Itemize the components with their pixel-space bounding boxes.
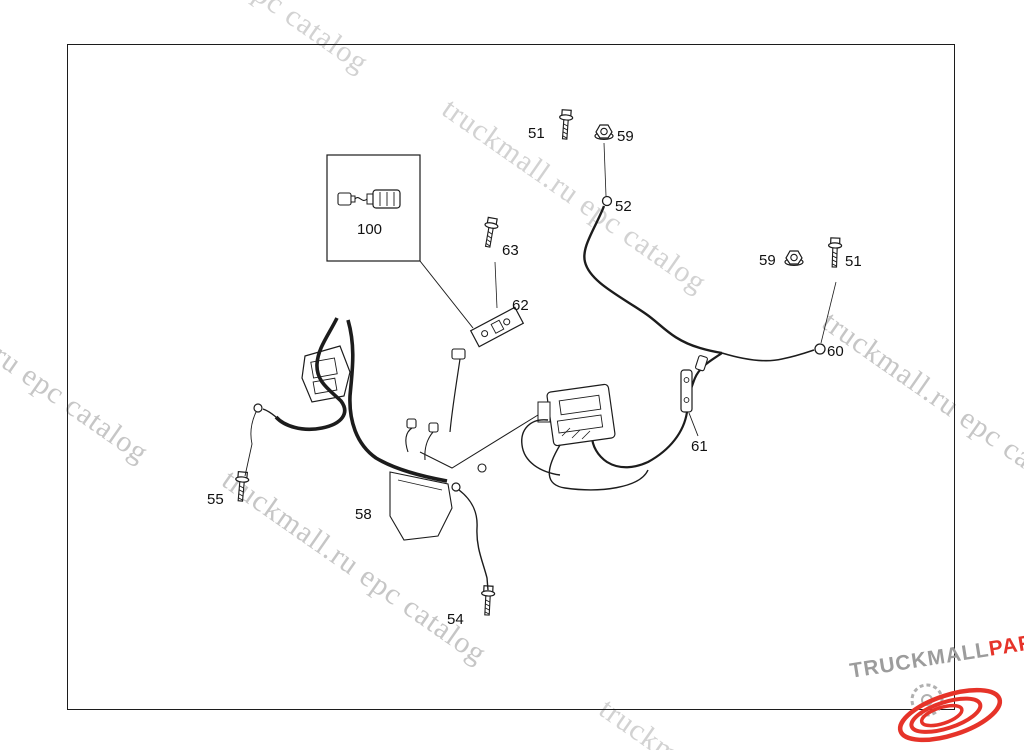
part-label-55: 55 bbox=[207, 491, 224, 508]
ring-terminal-icon bbox=[477, 463, 487, 473]
part-label-60: 60 bbox=[827, 343, 844, 360]
bolt-icon-63 bbox=[480, 216, 500, 249]
part-label-54: 54 bbox=[447, 611, 464, 628]
logo-swirl-icon bbox=[897, 683, 1003, 743]
bolt-icon-51-left bbox=[557, 108, 574, 141]
thin-wire-left bbox=[419, 414, 539, 469]
diagram-frame bbox=[67, 44, 955, 710]
sensor-icon-60 bbox=[814, 281, 837, 355]
thick-cable-left bbox=[274, 317, 347, 432]
connector-icon-pair bbox=[405, 418, 439, 461]
nut-icon-59-left bbox=[594, 124, 614, 140]
leader-line-63 bbox=[494, 261, 498, 309]
ring-terminal-icon bbox=[253, 403, 263, 413]
bolt-icon-51-right bbox=[827, 237, 843, 268]
part-label-62: 62 bbox=[512, 297, 529, 314]
ring-terminal-icon bbox=[451, 482, 461, 492]
connector-icon-small bbox=[449, 348, 466, 433]
cable-loop-left-pump bbox=[521, 419, 561, 476]
connector-box-100 bbox=[326, 154, 474, 329]
part-label-63: 63 bbox=[502, 242, 519, 259]
part-label-100: 100 bbox=[357, 221, 383, 238]
thick-cable-main bbox=[346, 319, 448, 483]
cable-loop-under-pump bbox=[548, 444, 649, 491]
part-label-59: 59 bbox=[617, 128, 634, 145]
harness-cable-right bbox=[583, 205, 723, 355]
relay-bracket-left bbox=[301, 345, 351, 403]
harness-branch-60 bbox=[721, 349, 815, 362]
pump-bracket bbox=[537, 383, 616, 447]
bolt-icon-54 bbox=[479, 585, 496, 616]
sensor-icon-52 bbox=[601, 142, 613, 207]
leader-line-55 bbox=[244, 411, 257, 477]
bracket-62 bbox=[469, 306, 525, 348]
part-label-52: 52 bbox=[615, 198, 632, 215]
bolt-icon-55 bbox=[233, 470, 250, 503]
part-label-61: 61 bbox=[691, 438, 708, 455]
part-label-58: 58 bbox=[355, 506, 372, 523]
nut-icon-59-right bbox=[784, 250, 804, 266]
bracket-58 bbox=[389, 471, 453, 541]
cable-to-bolt-54 bbox=[458, 489, 489, 591]
part-label-51-right: 51 bbox=[845, 253, 862, 270]
part-label-51: 51 bbox=[528, 125, 545, 142]
harness-cable-center bbox=[590, 411, 689, 469]
part-label-59-right: 59 bbox=[759, 252, 776, 269]
cable-end-left bbox=[262, 408, 277, 418]
